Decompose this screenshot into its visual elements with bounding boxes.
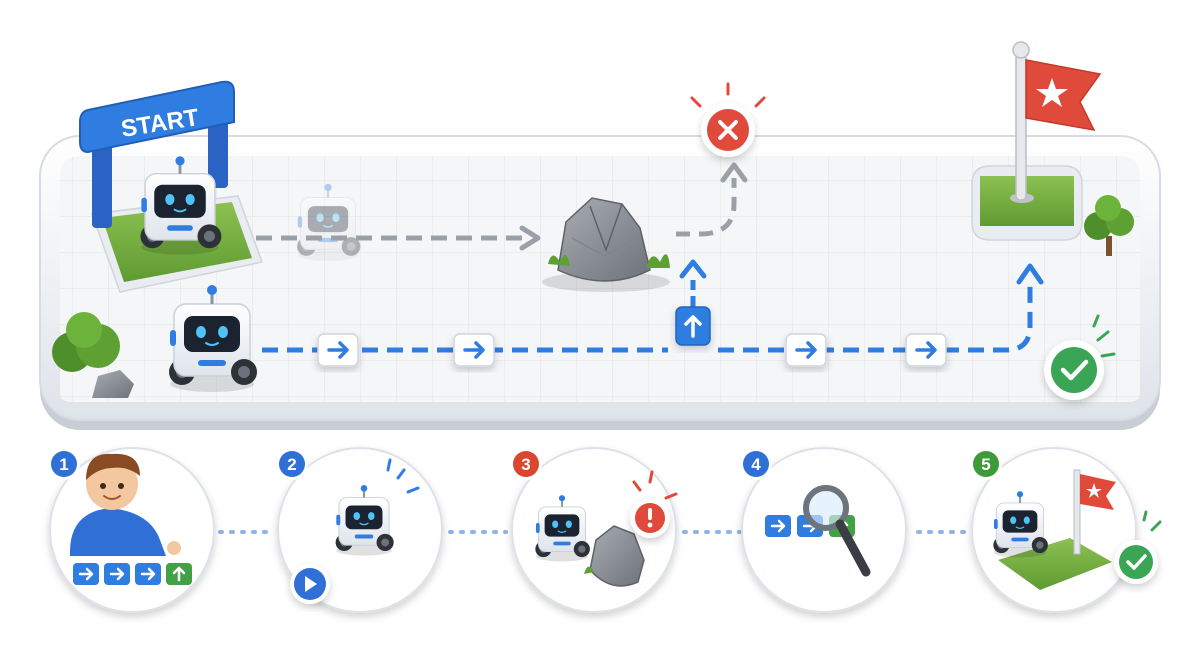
goal-zone bbox=[971, 41, 1102, 241]
failed-path bbox=[256, 162, 748, 262]
step-4-illustration bbox=[763, 485, 871, 577]
rock-obstacle bbox=[542, 197, 670, 292]
step-1-code-block-4-up-icon bbox=[164, 561, 194, 587]
step-4-code-block-1-right-icon bbox=[763, 513, 793, 539]
magnifier-icon bbox=[803, 485, 849, 531]
step-4-number: 4 bbox=[751, 455, 761, 474]
step-1-number: 1 bbox=[59, 455, 68, 474]
flag-star-icon bbox=[1036, 78, 1068, 107]
step-5-number: 5 bbox=[981, 455, 990, 474]
step-3-number: 3 bbox=[521, 455, 530, 474]
step-4-badge bbox=[743, 451, 769, 477]
bush-left bbox=[52, 312, 134, 398]
step-5-check-icon bbox=[1119, 545, 1153, 579]
path-tile-3-up-arrow-icon bbox=[676, 307, 710, 345]
step-5-badge bbox=[973, 451, 999, 477]
step-3-illustration bbox=[534, 470, 678, 587]
step-1-illustration bbox=[70, 453, 194, 587]
path-tile-5-right-arrow-icon bbox=[906, 334, 946, 366]
success-badge bbox=[1044, 314, 1116, 400]
step-3-badge bbox=[513, 451, 539, 477]
start-zone: START bbox=[79, 80, 263, 293]
flag-icon bbox=[1025, 59, 1102, 131]
step-2-illustration bbox=[290, 458, 420, 604]
check-icon bbox=[1051, 347, 1097, 393]
steps-row: 1 2 3 4 5 bbox=[48, 447, 1162, 613]
step-1-code-block-1-right-icon bbox=[71, 561, 101, 587]
start-arch-banner bbox=[79, 80, 235, 154]
step-1-code-block-3-right-icon bbox=[133, 561, 163, 587]
step-2-badge bbox=[279, 451, 305, 477]
step-2-number: 2 bbox=[287, 455, 296, 474]
step-5-illustration bbox=[992, 469, 1162, 590]
step-1-code-block-2-right-icon bbox=[102, 561, 132, 587]
step-1-badge bbox=[51, 451, 77, 477]
fail-badge bbox=[690, 82, 766, 157]
path-tile-2-right-arrow-icon bbox=[454, 334, 494, 366]
tree-right bbox=[1084, 195, 1134, 256]
path-tile-1-right-arrow-icon bbox=[318, 334, 358, 366]
path-tile-4-right-arrow-icon bbox=[786, 334, 826, 366]
success-path bbox=[262, 259, 1044, 366]
